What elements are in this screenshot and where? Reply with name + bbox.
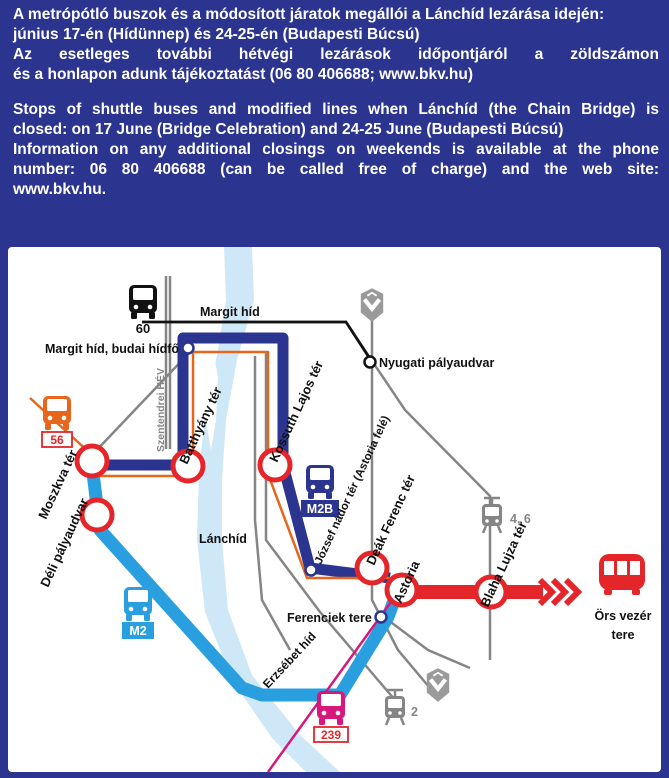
bus-56-badge — [41, 431, 73, 448]
stop-ferenciek-marker — [374, 610, 388, 624]
notice-hu-line-2: június 17-én (Hídünnep) és 24-25-én (Bud… — [13, 26, 420, 43]
stop-margit-budai-label: Margit híd, budai hídfő — [45, 342, 179, 356]
lanchid-label: Lánchíd — [199, 532, 247, 546]
m2-label: M2 — [129, 624, 146, 638]
m2b-label: M2B — [307, 502, 333, 516]
danube-river — [197, 247, 340, 772]
bus-60-route — [142, 320, 374, 363]
notice-header: A metrópótló buszok és a módosított jára… — [0, 0, 669, 245]
stop-moszkva-marker — [74, 443, 110, 479]
stop-jozsef-nador-marker — [304, 563, 318, 577]
margit-hid-label: Margit híd — [200, 305, 260, 319]
stop-margit-budai-marker — [181, 341, 195, 355]
notice-hu-line-1: A metrópótló buszok és a módosított jára… — [13, 6, 605, 23]
stop-batthyany-marker — [170, 448, 206, 484]
m2-badge — [122, 622, 154, 639]
notice-hu-line-3: Az esetleges további hétvégi lezárások i… — [13, 46, 659, 63]
stop-ors-label-line1: Örs vezér — [595, 608, 652, 623]
ors-train-icon — [599, 554, 645, 595]
notice-hu-line-4: és a honlapon adunk tájékoztatást (06 80… — [13, 66, 473, 83]
m2b-badge — [301, 500, 339, 517]
stop-nyugati-label: Nyugati pályaudvar — [379, 356, 494, 370]
route-chevrons — [537, 577, 583, 607]
bus-239-route — [266, 594, 398, 773]
stop-markers — [74, 341, 509, 624]
stop-ors-label-line2: tere — [612, 628, 635, 642]
tram-4-6-label: 4, 6 — [510, 512, 531, 526]
bus-239-label: 239 — [321, 728, 341, 742]
stop-deak-marker — [354, 550, 390, 586]
bus-60-label: 60 — [136, 321, 150, 336]
margit-island — [205, 352, 218, 450]
bus-239-badge — [313, 726, 349, 743]
stop-deli-marker — [79, 497, 115, 533]
bus-56-label: 56 — [50, 433, 64, 447]
stop-ferenciek-label: Ferenciek tere — [287, 611, 372, 625]
tram-2-label: 2 — [411, 705, 418, 719]
metro-3-top-label: 3 — [370, 293, 375, 302]
tram-and-street-lines — [91, 276, 492, 701]
stop-nyugati-marker — [363, 355, 377, 369]
notice-en-line-3: Information on any additional closings o… — [13, 141, 659, 158]
notice-en-line-5: www.bkv.hu. — [13, 181, 107, 198]
stop-blaha-marker — [473, 574, 509, 610]
notice-en-line-4: number: 06 80 406688 (can be called free… — [13, 161, 659, 178]
szentendrei-hev-label: Szentendrei HÉV — [154, 368, 167, 452]
stop-kossuth-marker — [257, 447, 293, 483]
metro-3-bottom-label: 3 — [436, 673, 441, 682]
stop-astoria-marker — [384, 572, 420, 608]
notice-en-line-2: closed: on 17 June (Bridge Celebration) … — [13, 121, 564, 138]
notice-en-line-1: Stops of shuttle buses and modified line… — [13, 101, 659, 118]
